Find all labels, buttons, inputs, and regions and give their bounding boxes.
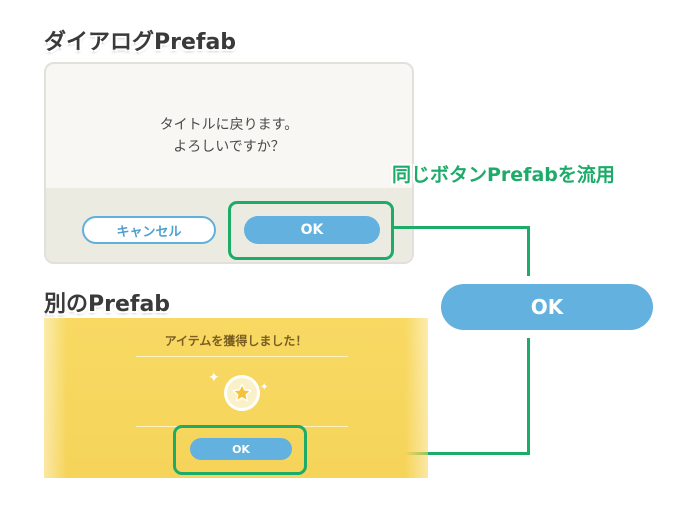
connector-line: [527, 226, 530, 276]
dialog-message-line2: よろしいですか？: [173, 139, 285, 155]
divider: [136, 356, 348, 357]
connector-line: [393, 226, 529, 229]
dialog-message-line1: タイトルに戻ります。: [159, 117, 299, 133]
cancel-button[interactable]: キャンセル: [82, 216, 216, 244]
dialog-prefab-heading: ダイアログPrefab: [44, 30, 237, 55]
reward-ok-button[interactable]: OK: [190, 438, 292, 460]
other-prefab-heading: 別のPrefab: [44, 292, 171, 317]
shared-button-caption: 同じボタンPrefabを流用: [392, 164, 615, 186]
star-icon: [224, 375, 260, 411]
dialog-ok-button[interactable]: OK: [244, 216, 380, 244]
connector-line: [527, 338, 530, 455]
reward-title: アイテムを獲得しました！: [164, 334, 308, 348]
sparkle-icon: ✦: [208, 370, 220, 386]
sparkle-icon: ✦: [260, 382, 269, 393]
reward-ok-highlight: [173, 425, 307, 475]
reward-panel: アイテムを獲得しました！ ✦ ✦ OK: [44, 318, 428, 478]
dialog-message: タイトルに戻ります。 よろしいですか？: [46, 114, 412, 158]
shared-ok-button[interactable]: OK: [441, 284, 653, 330]
confirm-dialog: タイトルに戻ります。 よろしいですか？ キャンセル OK: [44, 62, 414, 264]
dialog-ok-highlight: [228, 201, 394, 260]
